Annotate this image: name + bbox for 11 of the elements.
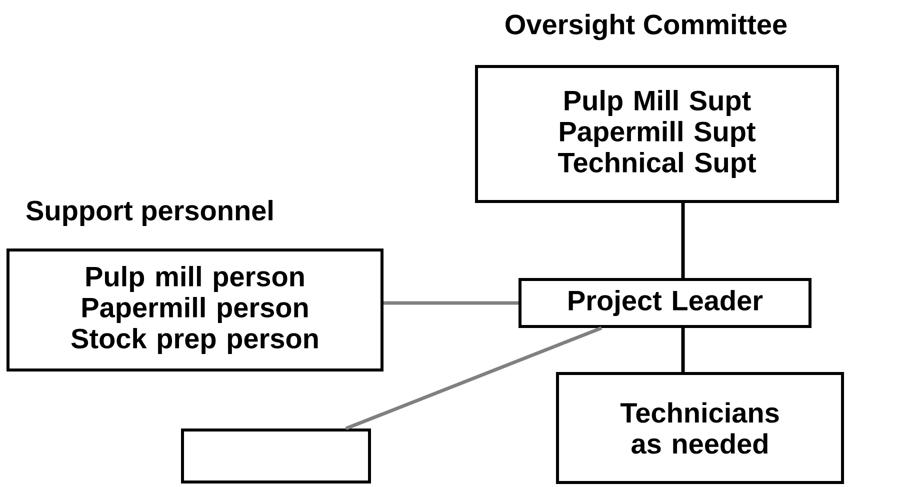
- connector-line: [384, 301, 518, 305]
- box: Technicians as needed: [556, 372, 844, 484]
- connector-line: [681, 203, 685, 278]
- connector-line: [345, 326, 602, 430]
- box: Project Leader: [518, 278, 812, 328]
- connector-line: [681, 328, 685, 372]
- box: [181, 428, 371, 484]
- box: Pulp Mill Supt Papermill Supt Technical Supt: [475, 65, 840, 203]
- box: Pulp mill person Papermill person Stock prep person: [6, 248, 384, 372]
- heading: Oversight Committee: [506, 14, 787, 40]
- heading: Support personnel: [26, 200, 272, 226]
